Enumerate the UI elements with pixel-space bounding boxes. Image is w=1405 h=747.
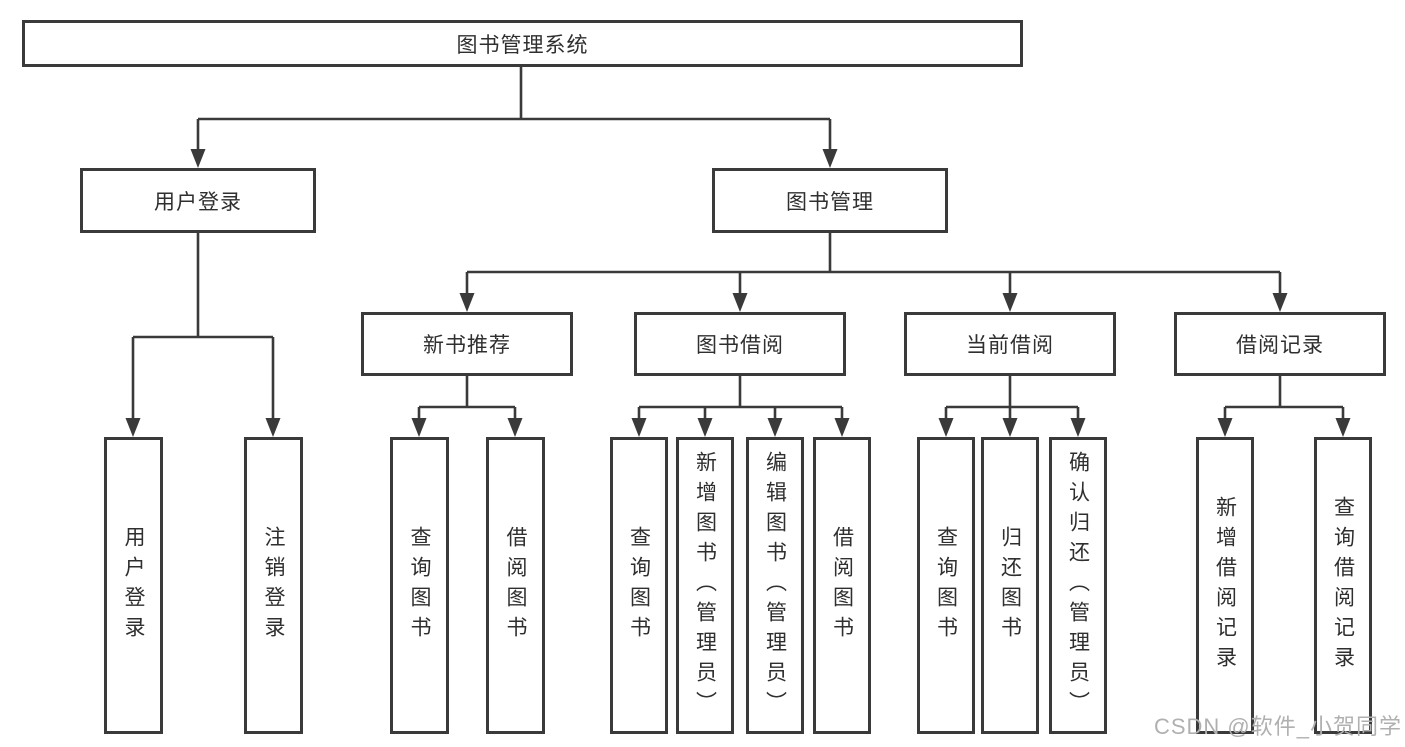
node-book-borrowing-label: 图书借阅 — [696, 334, 784, 357]
leaf-borrow-books-borrowing-label: 借阅图书 — [830, 525, 854, 646]
leaf-logout: 注销登录 — [244, 437, 303, 734]
leaf-query-books-current: 查询图书 — [917, 437, 975, 734]
arrowhead-icon — [822, 149, 838, 168]
node-current-borrowing-label: 当前借阅 — [966, 334, 1054, 357]
arrowhead-icon — [631, 418, 647, 437]
arrowhead-icon — [411, 418, 427, 437]
csdn-watermark: CSDN @软件_小贺同学 — [1153, 714, 1402, 739]
arrowhead-icon — [938, 418, 954, 437]
connector-book-borrow-children — [631, 376, 850, 437]
arrowhead-icon — [190, 149, 206, 168]
node-book-management: 图书管理 — [712, 168, 948, 233]
leaf-query-books-recommend-label: 查询图书 — [408, 525, 431, 646]
node-user-login: 用户登录 — [80, 168, 316, 233]
leaf-query-borrow-record-label: 查询借阅记录 — [1331, 495, 1355, 676]
leaf-query-books-current-label: 查询图书 — [934, 525, 958, 646]
arrowhead-icon — [767, 418, 783, 437]
connector-new-book-children — [411, 376, 523, 437]
node-current-borrowing: 当前借阅 — [904, 312, 1116, 376]
arrowhead-icon — [1272, 293, 1288, 312]
arrowhead-icon — [507, 418, 523, 437]
connector-borrow-records-children — [1217, 376, 1351, 437]
leaf-borrow-books-recommend-label: 借阅图书 — [504, 525, 527, 646]
node-user-login-label: 用户登录 — [154, 190, 242, 214]
node-library-system: 图书管理系统 — [22, 20, 1023, 67]
leaf-add-borrow-record-label: 新增借阅记录 — [1213, 495, 1237, 676]
leaf-user-login: 用户登录 — [104, 437, 163, 734]
node-borrowing-records: 借阅记录 — [1174, 312, 1386, 376]
arrowhead-icon — [125, 418, 141, 437]
arrowhead-icon — [732, 293, 748, 312]
arrowhead-icon — [1002, 293, 1018, 312]
node-book-management-label: 图书管理 — [786, 190, 874, 214]
node-new-book-recommendation-label: 新书推荐 — [423, 334, 511, 357]
leaf-confirm-return-admin: 确认归还（管理员） — [1049, 437, 1107, 734]
leaf-add-books-admin-label: 新增图书（管理员） — [693, 450, 717, 721]
node-borrowing-records-label: 借阅记录 — [1236, 334, 1324, 357]
leaf-query-books-borrowing-label: 查询图书 — [627, 525, 651, 646]
arrowhead-icon — [265, 418, 281, 437]
leaf-edit-books-admin-label: 编辑图书（管理员） — [763, 450, 787, 721]
leaf-query-books-recommend: 查询图书 — [390, 437, 449, 734]
leaf-confirm-return-admin-label: 确认归还（管理员） — [1066, 450, 1090, 721]
connector-user-login-children — [125, 233, 281, 437]
leaf-borrow-books-recommend: 借阅图书 — [486, 437, 545, 734]
arrowhead-icon — [1002, 418, 1018, 437]
arrowhead-icon — [697, 418, 713, 437]
arrowhead-icon — [1335, 418, 1351, 437]
leaf-logout-label: 注销登录 — [262, 525, 285, 646]
node-new-book-recommendation: 新书推荐 — [361, 312, 573, 376]
leaf-add-borrow-record: 新增借阅记录 — [1196, 437, 1254, 734]
arrowhead-icon — [834, 418, 850, 437]
connector-current-borrow-children — [938, 376, 1086, 437]
leaf-edit-books-admin: 编辑图书（管理员） — [746, 437, 804, 734]
arrowhead-icon — [459, 293, 475, 312]
leaf-return-books: 归还图书 — [981, 437, 1039, 734]
leaf-query-books-borrowing: 查询图书 — [610, 437, 668, 734]
node-library-system-label: 图书管理系统 — [456, 33, 589, 57]
leaf-user-login-label: 用户登录 — [122, 525, 145, 646]
leaf-borrow-books-borrowing: 借阅图书 — [813, 437, 871, 734]
connector-root-to-level2 — [190, 66, 838, 168]
leaf-query-borrow-record: 查询借阅记录 — [1314, 437, 1372, 734]
leaf-return-books-label: 归还图书 — [998, 525, 1022, 646]
connector-book-mgmt-to-level3 — [459, 233, 1288, 312]
leaf-add-books-admin: 新增图书（管理员） — [676, 437, 734, 734]
arrowhead-icon — [1217, 418, 1233, 437]
node-book-borrowing: 图书借阅 — [634, 312, 846, 376]
arrowhead-icon — [1070, 418, 1086, 437]
